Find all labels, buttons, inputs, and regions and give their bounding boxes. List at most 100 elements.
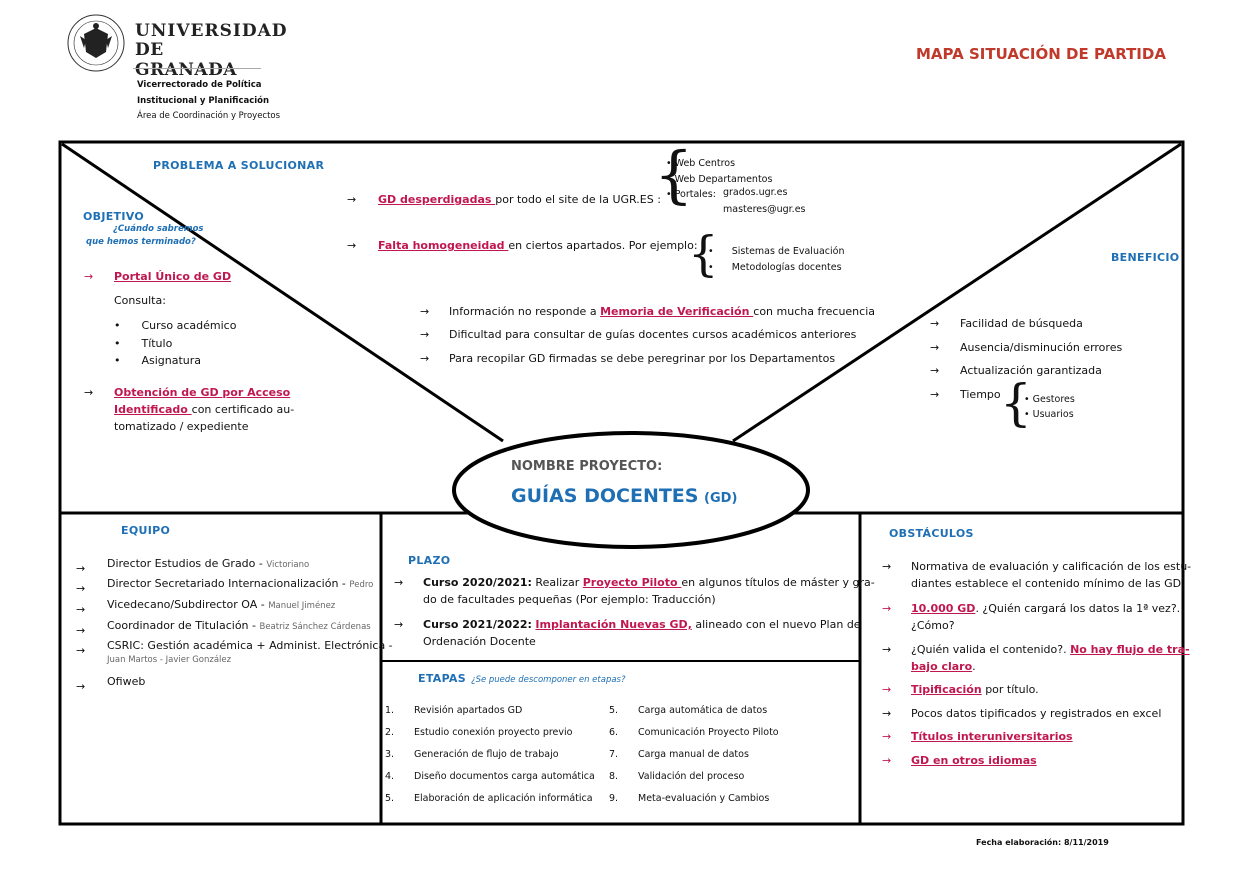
obtencion-gd-line1: Obtención de GD por Acceso: [114, 386, 291, 399]
project-name: GUÍAS DOCENTES (GD): [511, 485, 737, 507]
university-name-line1: UNIVERSIDAD: [135, 21, 288, 41]
etapas-col2: 5.Carga automática de datos 6.Comunicaci…: [609, 700, 779, 810]
etapa-item: 8.Validación del proceso: [609, 771, 745, 782]
problema-falta-homogeneidad: Falta homogeneidad en ciertos apartados.…: [378, 239, 698, 252]
beneficio-arrow-1: →: [930, 317, 940, 330]
etapas-col1: 1.Revisión apartados GD 2.Estudio conexi…: [385, 700, 595, 810]
gd-desperdigadas-text: por todo el site de la UGR.ES :: [495, 193, 661, 206]
project-abbr: (GD): [704, 491, 738, 506]
problema-arrow-1: →: [347, 193, 357, 206]
implantacion-highlight: Implantación Nuevas GD,: [535, 618, 692, 631]
web-item-centros: • Web Centros: [666, 158, 736, 169]
dept-line2: Institucional y Planificación: [137, 96, 270, 106]
problema-arrow-3: →: [420, 305, 430, 318]
beneficio-arrow-3: →: [930, 364, 940, 377]
web-list: • Web Centros • Web Departamentos • Port…: [666, 156, 772, 203]
equipo-member: → Coordinador de Titulación - Beatriz Sá…: [76, 619, 371, 637]
university-logo: UNIVERSIDAD DE GRANADA: [66, 12, 287, 80]
equipo-member: → Director Estudios de Grado - Victorian…: [76, 557, 310, 575]
falta-homogeneidad-text: en ciertos apartados. Por ejemplo:: [508, 239, 698, 252]
consulta-item-curso: • Curso académico: [114, 319, 237, 332]
problema-arrow-4: →: [420, 328, 430, 341]
header-divider: [133, 68, 261, 69]
objetivo-subtitle-1: ¿Cuándo sabremos: [113, 224, 204, 234]
obstaculo-titulos-interuniversitarios: Títulos interuniversitarios: [911, 730, 1073, 743]
etapa-item: 4.Diseño documentos carga automática: [385, 771, 595, 782]
etapa-item: 5.Elaboración de aplicación informática: [385, 793, 593, 804]
obstaculo-tipificacion: Tipificación por título.: [911, 683, 1039, 696]
obstaculo-normativa-2: diantes establece el contenido mínimo de…: [911, 577, 1182, 590]
portal-unico-gd: Portal Único de GD: [114, 270, 232, 283]
obstaculo-10000-gd: 10.000 GD. ¿Quién cargará los datos la 1…: [911, 602, 1181, 615]
etapa-item: 1.Revisión apartados GD: [385, 705, 523, 716]
obstaculo-pocos-datos: Pocos datos tipificados y registrados en…: [911, 707, 1162, 720]
falta-homogeneidad-highlight: Falta homogeneidad: [378, 239, 509, 252]
gd-desperdigadas-highlight: GD desperdigadas: [378, 193, 496, 206]
beneficio-title: BENEFICIO: [1111, 251, 1180, 264]
etapas-subtitle: ¿Se puede descomponer en etapas?: [471, 675, 626, 685]
crest-icon: [67, 14, 125, 72]
plazo-curso-2020-line2: do de facultades pequeñas (Por ejemplo: …: [423, 593, 716, 606]
web-item-departamentos: • Web Departamentos: [666, 173, 773, 185]
plazo-curso-2021-line2: Ordenación Docente: [423, 635, 536, 648]
portal-grados: grados.ugr.es: [723, 187, 788, 198]
etapa-item: 9.Meta-evaluación y Cambios: [609, 793, 770, 804]
falta-item-metodologias: • Metodologías docentes: [708, 262, 842, 273]
problema-gd-desperdigadas: GD desperdigadas por todo el site de la …: [378, 193, 661, 206]
equipo-title: EQUIPO: [121, 524, 171, 537]
beneficio-arrow-2: →: [930, 341, 940, 354]
obstaculo-gd-idiomas: GD en otros idiomas: [911, 754, 1037, 767]
tiempo-item-usuarios: • Usuarios: [1024, 409, 1074, 420]
obtencion-gd-line3: tomatizado / expediente: [114, 420, 249, 433]
proyecto-piloto-highlight: Proyecto Piloto: [582, 576, 682, 589]
memoria-verificacion-highlight: Memoria de Verificación: [600, 305, 754, 318]
university-name-line2: DE GRANADA: [135, 40, 237, 80]
beneficio-errores: Ausencia/disminución errores: [960, 341, 1123, 354]
consulta-label: Consulta:: [114, 294, 166, 307]
etapa-item: 2.Estudio conexión proyecto previo: [385, 727, 573, 738]
falta-item-evaluacion: • Sistemas de Evaluación: [708, 246, 845, 257]
etapa-item: 5.Carga automática de datos: [609, 705, 768, 716]
obstaculos-arrow-5: →: [882, 707, 892, 720]
obstaculos-title: OBSTÁCULOS: [889, 527, 974, 540]
fecha-elaboracion: Fecha elaboración: 8/11/2019: [976, 838, 1109, 847]
beneficio-busqueda: Facilidad de búsqueda: [960, 317, 1083, 330]
web-item-portales: • Portales:: [666, 189, 716, 200]
project-label: NOMBRE PROYECTO:: [511, 459, 663, 474]
problema-info-memoria: Información no responde a Memoria de Ver…: [449, 305, 875, 318]
falta-brace: {: [688, 226, 719, 282]
objetivo-subtitle-2: que hemos terminado?: [86, 237, 196, 247]
obstaculos-arrow-6: →: [882, 730, 892, 743]
problema-arrow-5: →: [420, 352, 430, 365]
plazo-arrow-2: →: [394, 618, 404, 631]
obstaculo-normativa-1: Normativa de evaluación y calificación d…: [911, 560, 1192, 573]
etapas-title: ETAPAS: [418, 672, 466, 685]
plazo-curso-2020: Curso 2020/2021: Realizar Proyecto Pilot…: [423, 576, 875, 589]
problema-title: PROBLEMA A SOLUCIONAR: [153, 159, 325, 172]
consulta-item-asignatura: • Asignatura: [114, 354, 202, 367]
objetivo-title: OBJETIVO: [83, 210, 145, 223]
obtencion-gd-line2: Identificado con certificado au-: [114, 403, 295, 416]
problema-dificultad: Dificultad para consultar de guías docen…: [449, 328, 857, 341]
falta-list: • Sistemas de Evaluación • Metodologías …: [708, 244, 845, 276]
tiempo-list: • Gestores • Usuarios: [1024, 392, 1075, 422]
objetivo-arrow-2: →: [84, 386, 94, 399]
equipo-member: → CSRIC: Gestión académica + Administ. E…: [76, 639, 393, 665]
map-title: MAPA SITUACIÓN DE PARTIDA: [916, 45, 1166, 63]
obstaculos-arrow-1: →: [882, 560, 892, 573]
beneficio-arrow-4: →: [930, 388, 940, 401]
dept-line1: Vicerrectorado de Política: [137, 80, 262, 90]
equipo-member: → Ofiweb: [76, 675, 146, 693]
obstaculo-10000-gd-line2: ¿Cómo?: [911, 619, 955, 632]
objetivo-arrow-1: →: [84, 270, 94, 283]
plazo-curso-2021: Curso 2021/2022: Implantación Nuevas GD,…: [423, 618, 861, 631]
obstaculos-arrow-4: →: [882, 683, 892, 696]
etapa-item: 3.Generación de flujo de trabajo: [385, 749, 559, 760]
equipo-member: → Director Secretariado Internacionaliza…: [76, 577, 374, 595]
beneficio-tiempo: Tiempo: [960, 388, 1001, 401]
obstaculo-valida-line2: bajo claro.: [911, 660, 976, 673]
etapas-header: ETAPAS ¿Se puede descomponer en etapas?: [418, 667, 626, 686]
tiempo-brace: {: [1000, 374, 1032, 432]
problema-arrow-2: →: [347, 239, 357, 252]
